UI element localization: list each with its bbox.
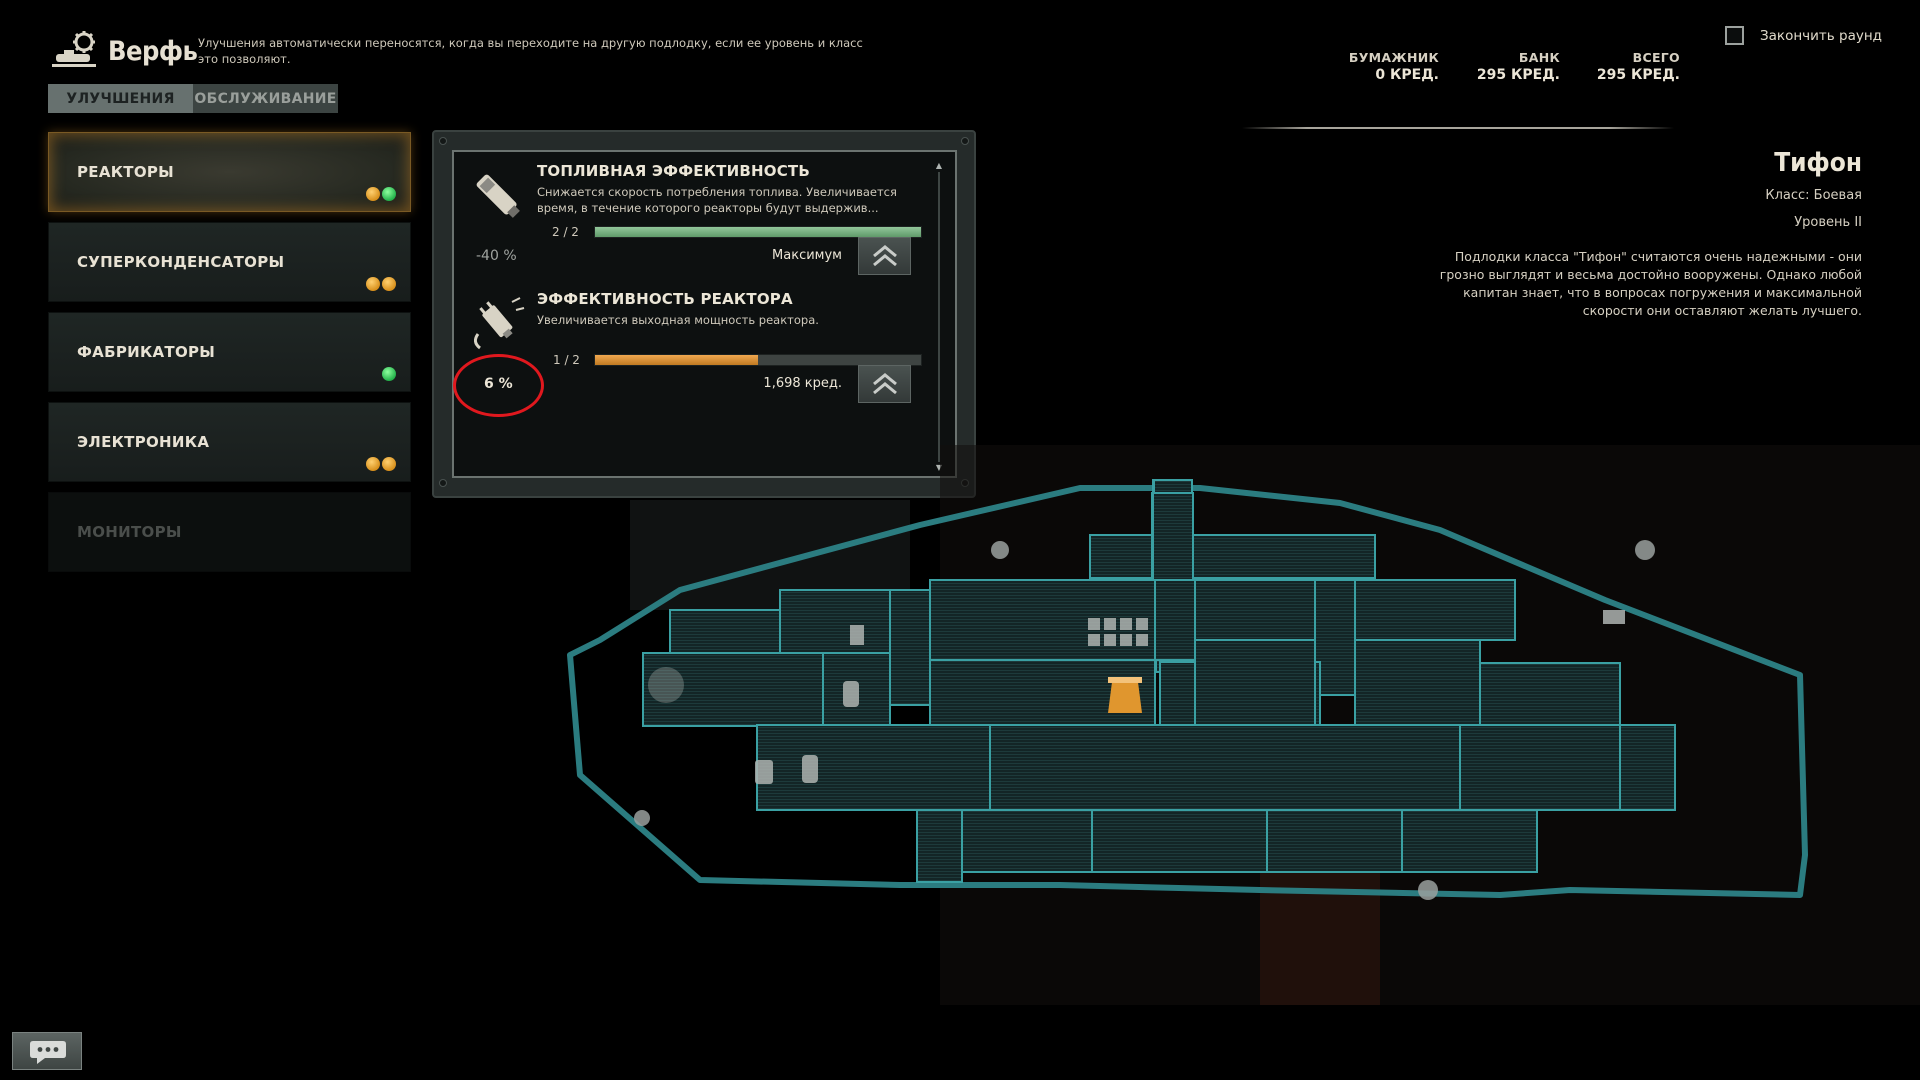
upgrades-panel	[452, 150, 957, 478]
submarine-description: Подлодки класса "Тифон" считаются очень …	[1439, 249, 1862, 318]
submarine-tier: Уровень II	[1794, 215, 1862, 230]
total-value: 295 КРЕД.	[1596, 67, 1680, 83]
bank-balance: БАНК 295 КРЕД.	[1477, 50, 1560, 83]
indicator-dot-orange	[366, 457, 380, 471]
shipyard-gear-icon	[52, 31, 96, 67]
fuel-rod-icon	[476, 174, 520, 218]
category-fabricators[interactable]: ФАБРИКАТОРЫ	[48, 312, 411, 392]
category-electronics[interactable]: ЭЛЕКТРОНИКА	[48, 402, 411, 482]
indicator-dot-green	[382, 367, 396, 381]
upgrade-price: Максимум	[772, 248, 842, 263]
upgrade-description: Снижается скорость потребления топлива. …	[537, 185, 897, 215]
upgrade-indicator-dots	[366, 187, 396, 201]
wallet-value: 0 КРЕД.	[1375, 67, 1439, 83]
bank-label: БАНК	[1518, 50, 1560, 65]
page-subtitle: Улучшения автоматически переносятся, ког…	[198, 36, 863, 66]
category-reactors[interactable]: РЕАКТОРЫ	[48, 132, 411, 212]
upgrade-title: ЭФФЕКТИВНОСТЬ РЕАКТОРА	[537, 290, 793, 308]
indicator-dot-orange	[366, 187, 380, 201]
upgrade-effect: -40 %	[476, 248, 517, 264]
total-balance: ВСЕГО 295 КРЕД.	[1597, 50, 1680, 83]
tab-upgrades[interactable]: УЛУЧШЕНИЯ	[48, 84, 193, 113]
indicator-dot-green	[382, 187, 396, 201]
scroll-down-icon[interactable]: ▼	[935, 463, 943, 472]
panel-screw	[961, 137, 969, 145]
category-label: ЭЛЕКТРОНИКА	[77, 433, 210, 451]
upgrade-indicator-dots	[366, 457, 396, 471]
total-label: ВСЕГО	[1632, 50, 1680, 65]
panel-screw	[439, 137, 447, 145]
upgrades-scrollbar[interactable]: ▲ ▼	[935, 162, 943, 472]
header-divider	[1242, 127, 1674, 129]
wallet-label: БУМАЖНИК	[1348, 50, 1439, 65]
upgrade-button[interactable]	[858, 365, 911, 403]
category-monitors: МОНИТОРЫ	[48, 492, 411, 572]
upgrade-level: 1 / 2	[553, 353, 580, 367]
upgrade-indicator-dots	[366, 277, 396, 291]
reactor-plug-icon	[473, 297, 525, 350]
upgrade-progress-bar	[594, 226, 922, 238]
submarine-blueprint	[567, 445, 1920, 1005]
category-label: МОНИТОРЫ	[77, 523, 182, 541]
upgrade-title: ТОПЛИВНАЯ ЭФФЕКТИВНОСТЬ	[537, 162, 810, 180]
page-title: Верфь	[108, 36, 198, 67]
tab-bar: УЛУЧШЕНИЯ ОБСЛУЖИВАНИЕ	[48, 84, 338, 113]
submarine-class: Класс: Боевая	[1765, 188, 1862, 203]
indicator-dot-orange	[382, 277, 396, 291]
upgrade-progress-fill	[595, 227, 921, 237]
chat-bubble-icon	[30, 1041, 66, 1064]
upgrade-description: Увеличивается выходная мощность реактора…	[537, 313, 819, 327]
upgrade-progress-fill	[595, 355, 758, 365]
upgrade-indicator-dots	[382, 367, 396, 381]
indicator-dot-orange	[366, 277, 380, 291]
scroll-track[interactable]	[938, 172, 940, 462]
category-supercapacitors[interactable]: СУПЕРКОНДЕНСАТОРЫ	[48, 222, 411, 302]
scroll-up-icon[interactable]: ▲	[935, 161, 943, 170]
checkbox-box[interactable]	[1725, 26, 1744, 45]
bank-value: 295 КРЕД.	[1476, 67, 1560, 83]
finish-round-checkbox[interactable]: Закончить раунд	[1725, 26, 1882, 45]
category-label: СУПЕРКОНДЕНСАТОРЫ	[77, 253, 285, 271]
chevron-up-double-icon	[873, 373, 897, 395]
panel-screw	[439, 479, 447, 487]
wallet-balance: БУМАЖНИК 0 КРЕД.	[1349, 50, 1439, 83]
chevron-up-double-icon	[873, 245, 897, 267]
submarine-name: Тифон	[1774, 148, 1862, 178]
tab-maintenance[interactable]: ОБСЛУЖИВАНИЕ	[193, 84, 338, 113]
finish-round-label: Закончить раунд	[1760, 27, 1883, 44]
upgrade-button[interactable]	[858, 237, 911, 275]
indicator-dot-orange	[382, 457, 396, 471]
category-label: РЕАКТОРЫ	[77, 163, 175, 181]
upgrade-progress-bar	[594, 354, 922, 366]
chat-button[interactable]	[12, 1032, 82, 1070]
upgrade-level: 2 / 2	[552, 225, 579, 239]
upgrade-price: 1,698 кред.	[763, 376, 842, 391]
category-label: ФАБРИКАТОРЫ	[77, 343, 216, 361]
highlight-circle	[453, 354, 544, 417]
